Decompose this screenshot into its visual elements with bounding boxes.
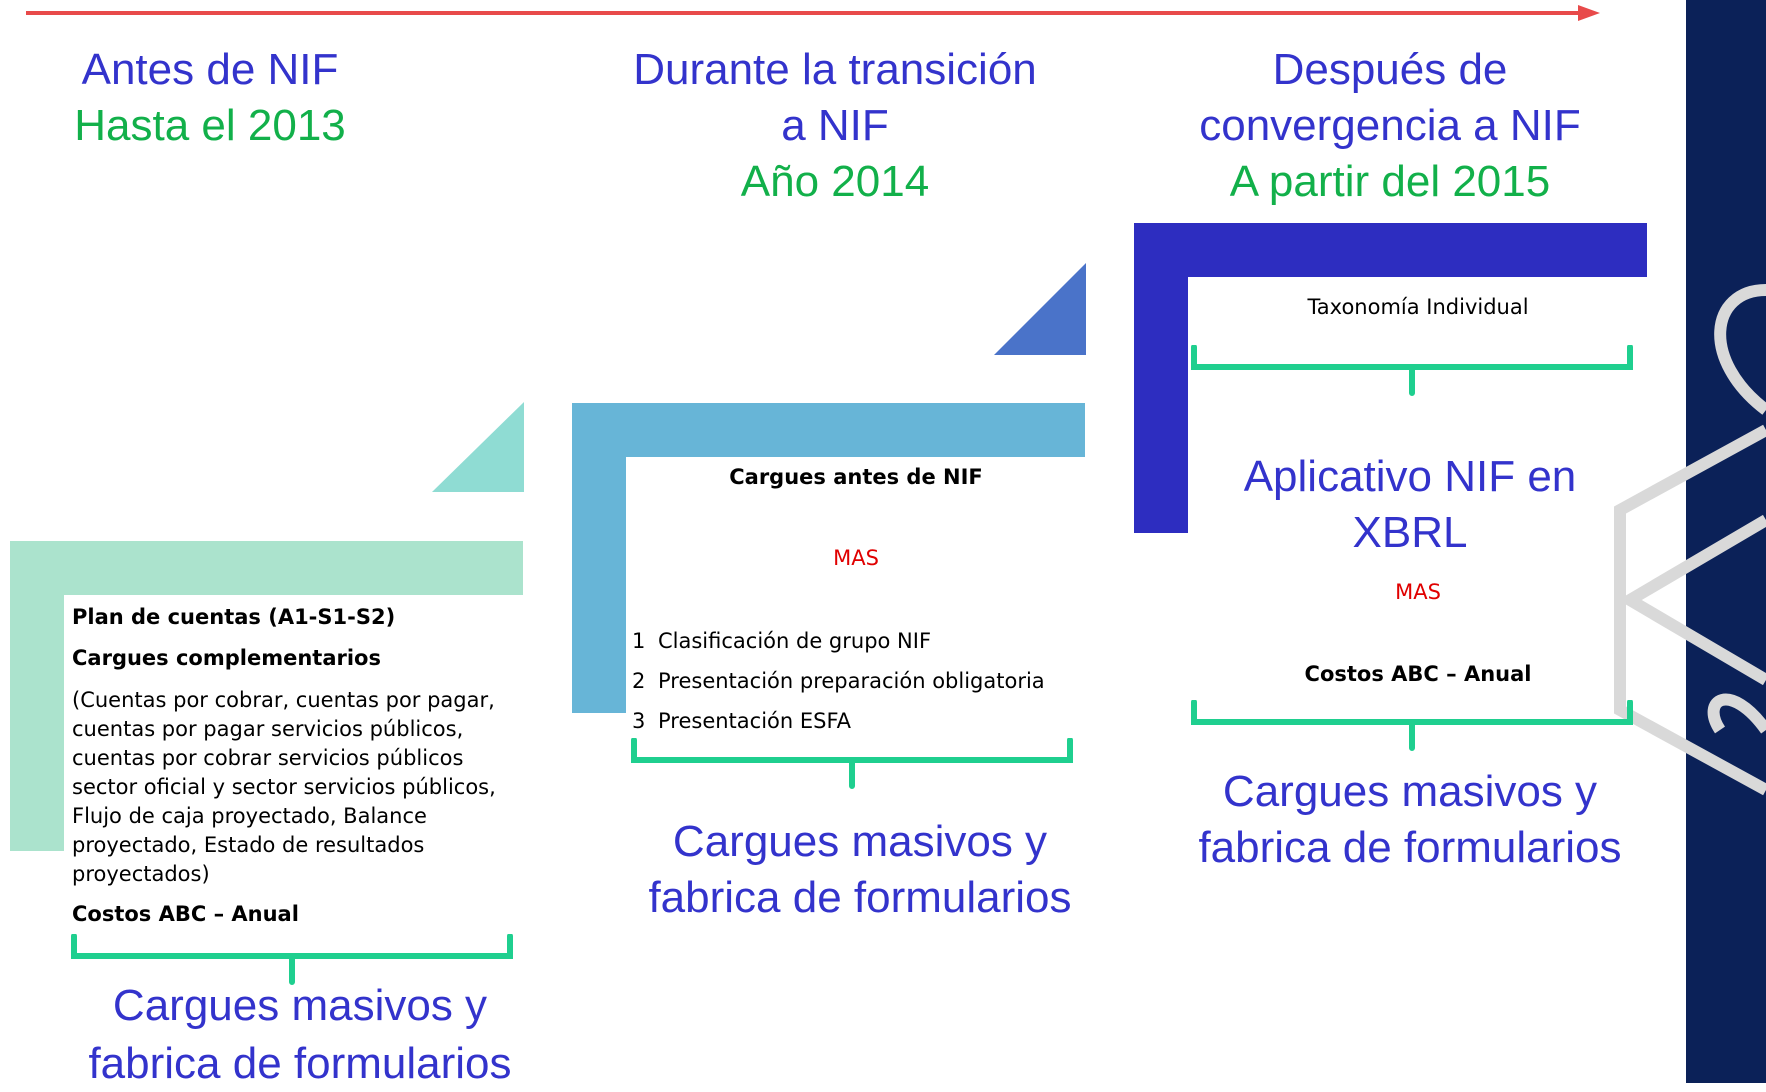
stage1-step-side-bar (10, 541, 64, 851)
stage2-heading-line2: a NIF (781, 101, 889, 150)
stage3-heading-line2: convergencia a NIF (1199, 101, 1581, 150)
stage2-step-top-bar (572, 403, 1085, 457)
stage3-app-line2: XBRL (1352, 508, 1468, 557)
stage3-plus: MAS (1395, 580, 1441, 604)
stage2-result-line1: Cargues masivos y (672, 817, 1048, 866)
stage1-corner-triangle (432, 402, 524, 492)
stage1-result-line2: fabrica de formularios (88, 1039, 512, 1088)
stage2-corner-triangle (994, 263, 1086, 355)
stage1-heading-line2: Hasta el 2013 (74, 101, 346, 150)
stage1-result-line1: Cargues masivos y (112, 981, 488, 1030)
decorative-hexagon-outline (1614, 284, 1766, 796)
stage3-taxonomy: Taxonomía Individual (1307, 295, 1529, 319)
stage3-top-brace (1191, 345, 1633, 396)
stage1-step-top-bar (10, 541, 523, 595)
stage1-heading-line1: Antes de NIF (81, 45, 339, 94)
stage3-heading-line1: Después de (1272, 45, 1508, 94)
stage3-heading-line3: A partir del 2015 (1229, 157, 1551, 206)
stage3-step-top-bar (1134, 223, 1647, 277)
stage2-heading-line1: Durante la transición (633, 45, 1037, 94)
stage1-costs: Costos ABC – Anual (72, 902, 299, 926)
stage1-complementary-detail: (Cuentas por cobrar, cuentas por pagar, … (72, 688, 496, 886)
stage1-plan-title: Plan de cuentas (A1-S1-S2) (72, 605, 396, 629)
stage2-step-side-bar (572, 403, 626, 713)
stage3-result-line2: fabrica de formularios (1198, 823, 1622, 872)
stage2-heading-line3: Año 2014 (740, 157, 930, 206)
stage3-bottom-brace (1191, 700, 1633, 751)
stage1-complementary-title: Cargues complementarios (72, 646, 381, 670)
stage3-step-side-bar (1134, 223, 1188, 533)
timeline-arrow (26, 5, 1600, 21)
stage3-app-line1: Aplicativo NIF en (1243, 452, 1577, 501)
stage2-plus: MAS (833, 546, 879, 570)
stage3-result-line1: Cargues masivos y (1222, 767, 1598, 816)
stage3-costs: Costos ABC – Anual (1304, 662, 1532, 686)
stage2-brace (631, 738, 1073, 789)
stage1-brace (71, 934, 513, 985)
stage2-base-title: Cargues antes de NIF (729, 465, 983, 489)
stage2-result-line2: fabrica de formularios (648, 873, 1072, 922)
